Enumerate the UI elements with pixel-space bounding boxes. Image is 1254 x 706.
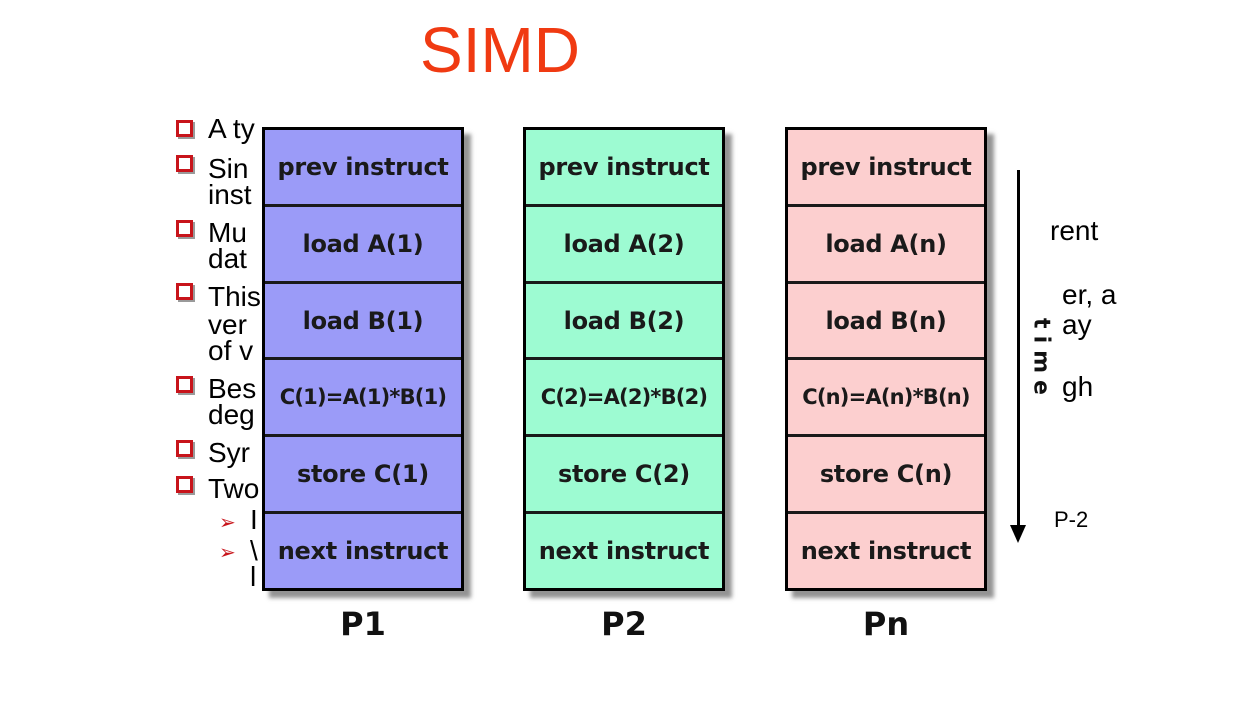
bullet-2-text-line2: inst xyxy=(208,179,252,210)
instruction-cell: next instruct xyxy=(538,537,710,566)
checkbox-bullet-icon xyxy=(176,440,193,457)
checkbox-bullet-icon xyxy=(176,376,193,393)
slide-title: SIMD xyxy=(420,14,580,86)
instruction-cell: store C(1) xyxy=(265,437,461,515)
bullet-4-text-right: er, a xyxy=(1062,279,1117,310)
sub-bullet-2-text: \ xyxy=(250,535,258,566)
bullet-1-text: A ty xyxy=(208,113,255,144)
bullet-7-text: Two xyxy=(208,473,260,504)
instruction-cell: C(n)=A(n)*B(n) xyxy=(788,360,984,438)
checkbox-bullet-icon xyxy=(176,120,193,137)
instruction-cell: load B(2) xyxy=(526,284,722,361)
checkbox-bullet-icon xyxy=(176,283,193,300)
instruction-cell: prev instruct xyxy=(788,130,984,207)
bullet-4-text-right-line2: ay xyxy=(1062,309,1092,340)
instruction-cell: load B(1) xyxy=(265,284,461,361)
time-label: time xyxy=(1028,318,1054,402)
bullet-4-text: This xyxy=(208,281,261,312)
processor-column-pn: prev instruct load A(n) load B(n) C(n)=A… xyxy=(785,127,987,591)
bullet-5-text-right: gh xyxy=(1062,371,1094,402)
instruction-cell: load B(n) xyxy=(788,284,984,361)
bullet-4-text-line2: ver xyxy=(208,309,247,340)
time-arrow-line xyxy=(1017,170,1020,525)
instruction-cell: C(2)=A(2)*B(2) xyxy=(526,360,722,438)
instruction-cell: load A(2) xyxy=(526,207,722,284)
bullet-5-text-line2: deg xyxy=(208,399,255,430)
sub-bullet-2-text-line2: l xyxy=(250,561,257,592)
instruction-cell: store C(2) xyxy=(526,437,722,515)
bullet-3-text-line2: dat xyxy=(208,243,247,274)
bullet-2-text: Sin xyxy=(208,153,249,184)
instruction-cell: store C(n) xyxy=(788,437,984,515)
checkbox-bullet-icon xyxy=(176,220,193,237)
bullet-4-text-line3: of v xyxy=(208,335,254,366)
bullet-3-text: Mu xyxy=(208,217,247,248)
instruction-cell: next instruct xyxy=(800,537,972,566)
checkbox-bullet-icon xyxy=(176,155,193,172)
instruction-cell: prev instruct xyxy=(526,130,722,207)
instruction-cell: C(1)=A(1)*B(1) xyxy=(265,360,461,438)
bullet-6-text: Syr xyxy=(208,437,250,468)
processor-column-p1: prev instruct load A(1) load B(1) C(1)=A… xyxy=(262,127,464,591)
instruction-cell: load A(n) xyxy=(788,207,984,284)
arrow-bullet-icon: ➢ xyxy=(219,540,236,564)
arrow-down-icon xyxy=(1010,525,1026,543)
instruction-cell: next instruct xyxy=(277,537,449,566)
sub-bullet-1-text-right: P-2 xyxy=(1054,507,1089,532)
arrow-bullet-icon: ➢ xyxy=(219,510,236,534)
instruction-cell: load A(1) xyxy=(265,207,461,284)
processor-column-p2: prev instruct load A(2) load B(2) C(2)=A… xyxy=(523,127,725,591)
bullet-5-text: Bes xyxy=(208,373,257,404)
bullet-3-text-right: rent xyxy=(1050,215,1099,246)
instruction-cell: prev instruct xyxy=(265,130,461,207)
processor-label-pn: Pn xyxy=(862,605,910,643)
processor-label-p2: P2 xyxy=(601,605,647,643)
checkbox-bullet-icon xyxy=(176,476,193,493)
processor-label-p1: P1 xyxy=(340,605,386,643)
sub-bullet-1-text: I xyxy=(250,504,258,535)
